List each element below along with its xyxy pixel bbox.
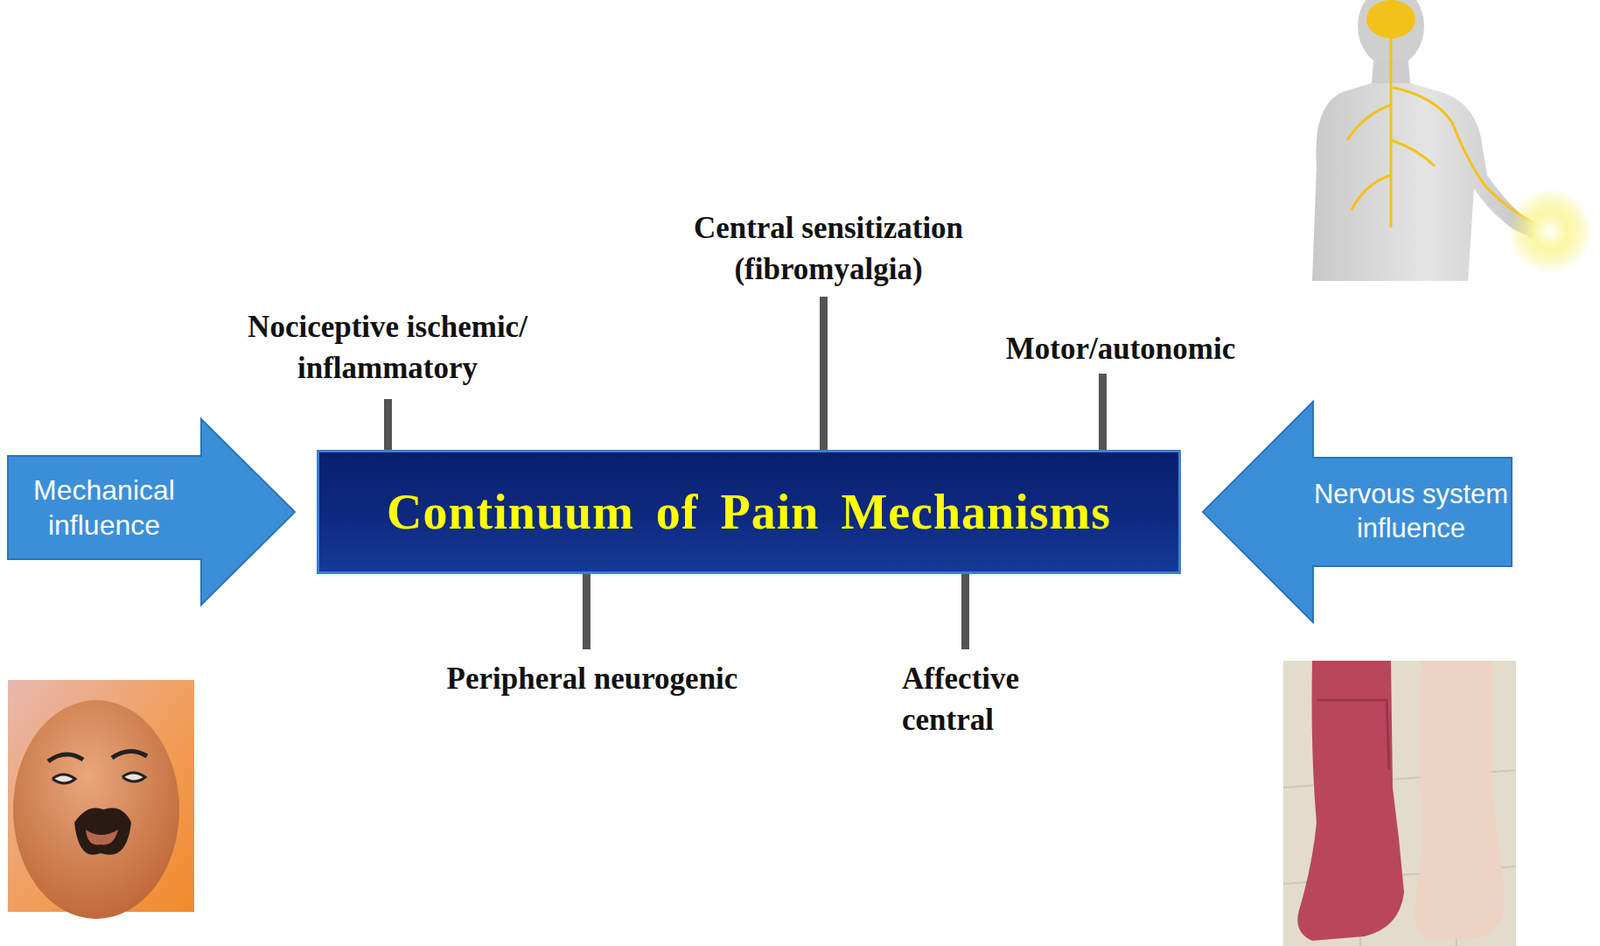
nervous-system-figure — [1312, 0, 1593, 281]
arrow-outline — [7, 419, 295, 605]
mechanism-label: Central sensitization (fibromyalgia) — [635, 207, 1021, 291]
mechanism-label: Affective central — [901, 657, 1104, 741]
egg-face-photo — [7, 679, 195, 919]
mechanism-label: Nociceptive ischemic/ inflammatory — [195, 306, 580, 390]
arrow-label: Nervous system influence — [1313, 477, 1510, 546]
central-box: Continuum of Pain Mechanisms — [316, 449, 1181, 574]
arrow-outline — [1202, 401, 1512, 622]
leader-tick — [582, 573, 591, 650]
mechanism-label: Peripheral neurogenic — [364, 657, 820, 699]
leader-tick — [961, 573, 970, 650]
input-arrow: Mechanical influence — [6, 418, 296, 606]
feet-photo — [1283, 660, 1517, 946]
input-arrow: Nervous system influence — [1201, 400, 1513, 623]
arrow-label: Mechanical influence — [10, 472, 198, 543]
arrow-shape — [1201, 400, 1513, 623]
mechanism-label: Motor/autonomic — [928, 328, 1314, 370]
leader-tick — [384, 398, 392, 450]
leader-tick — [819, 296, 828, 450]
central-title: Continuum of Pain Mechanisms — [386, 483, 1111, 540]
leader-tick — [1098, 373, 1107, 450]
